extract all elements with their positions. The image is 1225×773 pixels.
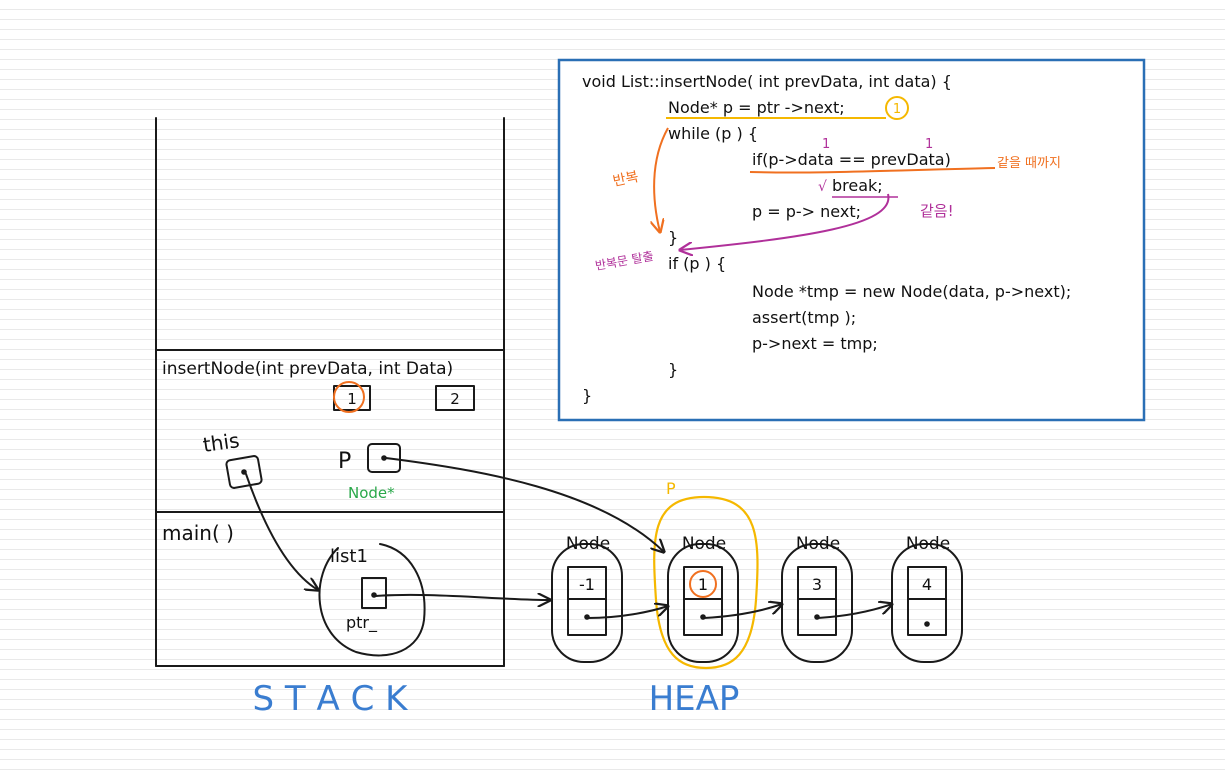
heap-region: HEAP P Node -1 Node 1 Node 3 [551,479,963,719]
code-line-10: assert(tmp ); [752,308,856,327]
code-line-7: } [668,228,678,247]
superscript-one-b: 1 [925,137,933,152]
repeat-note: 반복 [612,169,641,190]
heap-node: Node 4 [891,534,963,663]
loop-exit-arrow [680,193,890,250]
ptr-to-node-arrow [375,595,550,600]
arg-data-box [435,385,475,411]
code-line-12: } [668,360,678,379]
node-next-cell [907,598,947,636]
this-box [225,455,263,489]
this-label: this [201,428,240,457]
node1-next-arrow [703,604,782,619]
p-label: P [338,449,351,474]
node-label: Node [682,534,726,554]
node-outline [551,543,623,663]
code-line-6: p = p-> next; [752,202,861,221]
this-to-list1-arrow [245,473,318,590]
code-line-9: Node *tmp = new Node(data, p->next); [752,282,1071,301]
code-line-5: break; [832,176,883,195]
code-line-8: if (p ) { [668,254,726,273]
code-line-2: Node* p = ptr ->next; [668,98,845,117]
main-frame-label: main( ) [162,521,234,545]
superscript-one-a: 1 [822,137,830,152]
list1-label: list1 [330,546,368,567]
until-equal-note: 같을 때까지 [997,156,1061,171]
p-box [367,443,401,473]
stack-caption: S T A C K [253,679,410,719]
code-box [557,58,1146,422]
insert-frame-label: insertNode(int prevData, int Data) [162,359,453,379]
code-line-1: void List::insertNode( int prevData, int… [582,72,952,91]
node2-next-arrow [817,604,892,619]
code-line-11: p->next = tmp; [752,334,878,353]
code-line-4: if(p->data == prevData) [752,150,951,169]
node-value: 4 [922,575,932,594]
code-panel: void List::insertNode( int prevData, int… [557,58,1146,422]
arg-prev-highlight [333,381,365,413]
list1-outline [318,543,426,657]
ptr-label: ptr_ [346,613,378,633]
node-outline [667,543,739,663]
node-label: Node [906,534,950,554]
yellow-step-circle [885,96,909,120]
step-one-label: 1 [893,102,901,117]
stack-region: insertNode(int prevData, int Data) 1 2 t… [155,117,505,719]
ptr-box [361,577,387,609]
p-to-node-arrow [385,457,664,552]
arg-data-value: 2 [450,390,460,408]
heap-caption: HEAP [649,679,740,719]
node-label: Node [566,534,610,554]
check-mark: √ [818,179,827,195]
node-value: 3 [812,575,822,594]
node-outline [891,543,963,663]
equal-note: 같음! [920,202,954,220]
node0-next-arrow [587,606,668,619]
p-dot [381,455,387,461]
condition-underline [749,167,996,174]
node-value: 1 [698,575,708,594]
heap-p-marker: P [666,479,676,498]
repeat-arrow [654,127,669,232]
heap-node: Node 1 [667,534,739,663]
node-value: -1 [579,575,595,594]
heap-node: Node 3 [781,534,853,663]
node-outline [781,543,853,663]
node-value-highlight [689,570,717,598]
p-type-label: Node* [348,484,395,502]
code-line-3: while (p ) { [668,124,758,143]
pointer-arrows [245,457,892,619]
node-label: Node [796,534,840,554]
node-next-dot [924,621,930,627]
code-line-13: } [582,386,592,405]
heap-node: Node -1 [551,534,623,663]
arg-prev-value: 1 [347,390,357,408]
